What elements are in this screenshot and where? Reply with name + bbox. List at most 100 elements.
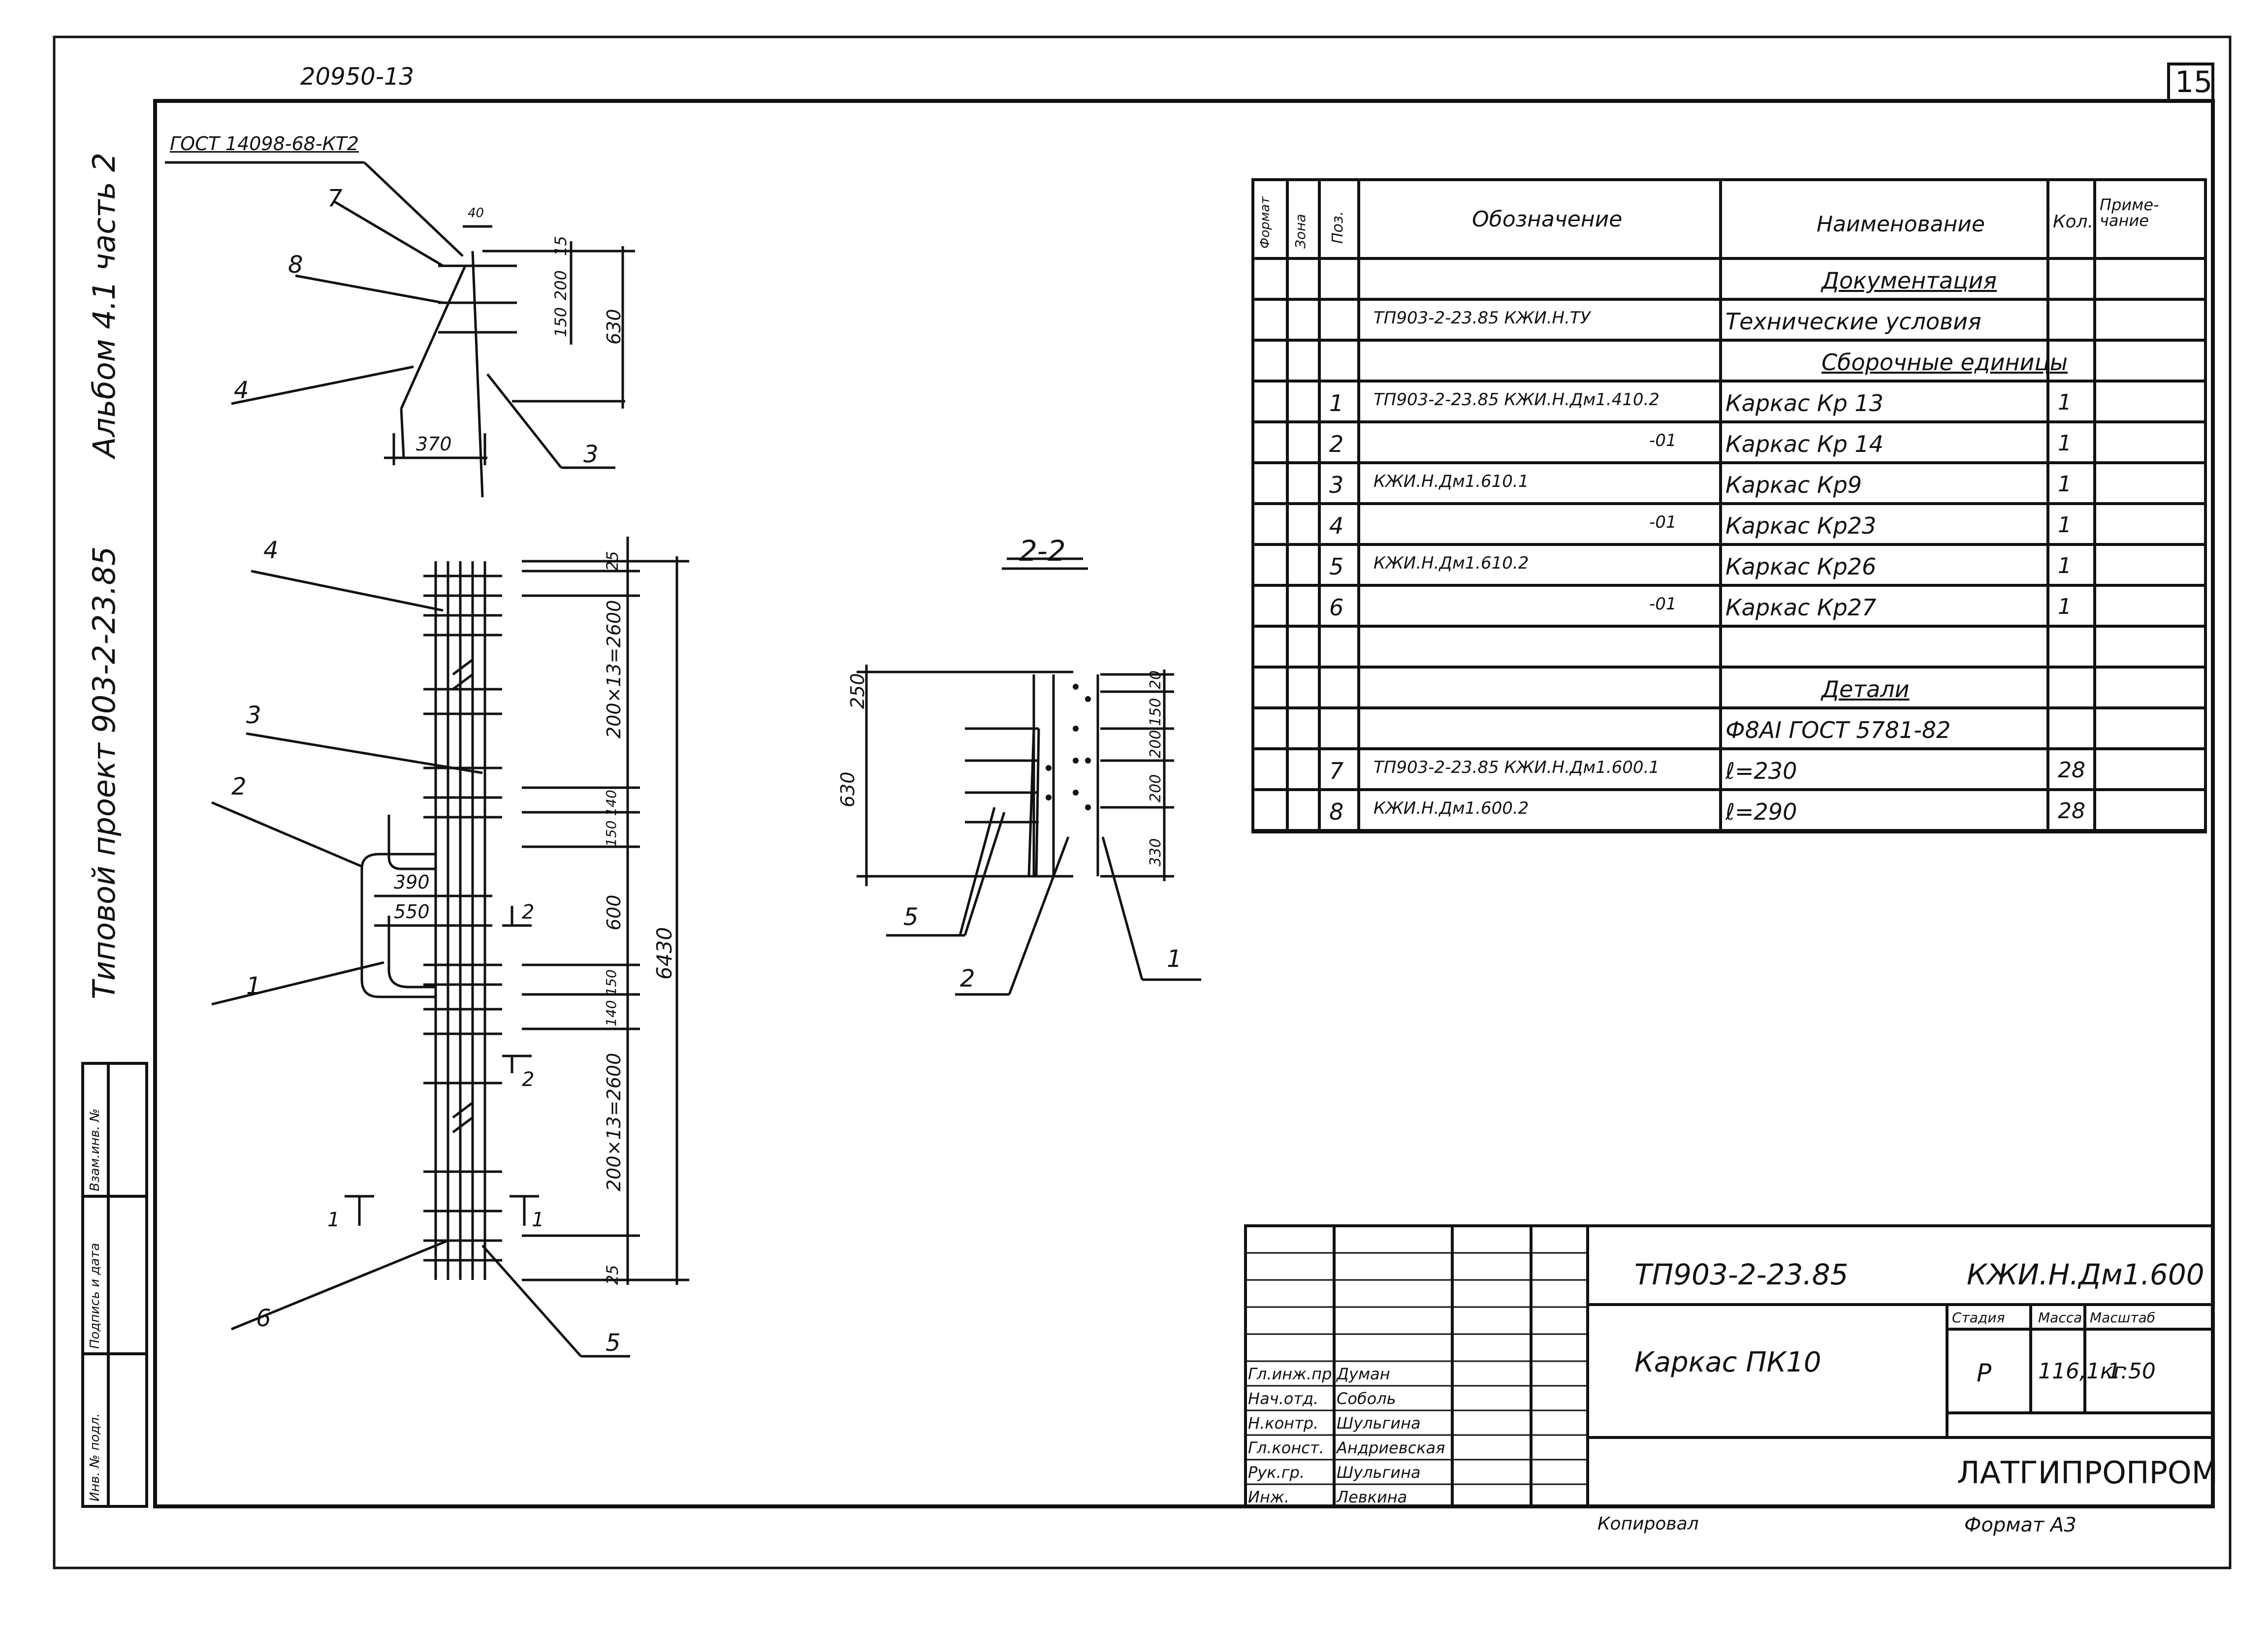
tb-format: Формат А3 [1964, 1514, 2076, 1536]
spec-row-qty: 28 [2058, 758, 2085, 783]
tb-scale: 1:50 [2107, 1359, 2156, 1384]
sec-dim-150: 150 [1147, 698, 1164, 726]
tb-mass: 116,1кг [2038, 1359, 2125, 1384]
stamp-replace-inv: Взам.инв. № [88, 1108, 102, 1191]
tb-stage: Р [1977, 1359, 1992, 1387]
spec-row-name: Технические условия [1725, 308, 1981, 335]
sheet-number: 15 [2175, 65, 2213, 99]
elev-pos-1: 1 [246, 972, 261, 1000]
tb-copied: Копировал [1597, 1514, 1699, 1534]
elev-dim-total: 6430 [652, 927, 676, 980]
spec-row-name: ℓ=290 [1725, 798, 1797, 825]
sec-dim-200a: 200 [1147, 730, 1164, 758]
elev-dim-600: 600 [603, 894, 625, 930]
elev-dim-25-bot: 25 [603, 1265, 622, 1285]
spec-header-designation: Обозначение [1472, 207, 1623, 232]
tb-role-name: Андриевская [1337, 1438, 1445, 1457]
spec-row-qty: 1 [2058, 512, 2072, 538]
tb-doc-code: КЖИ.Н.Дм1.600 [1967, 1258, 2204, 1291]
margin-project: Типовой проект 903-2-23.85 [86, 546, 122, 999]
tb-role-name: Шульгина [1337, 1463, 1421, 1482]
spec-row-designation: КЖИ.Н.Дм1.610.1 [1374, 472, 1529, 491]
tb-title: Каркас ПК10 [1634, 1346, 1821, 1378]
tb-mass-label: Масса [2038, 1309, 2082, 1326]
sec-dim-330: 330 [1147, 838, 1164, 866]
elev-dim-140-150: 140 150 [603, 969, 619, 1026]
spec-row-pos: 7 [1329, 758, 1344, 784]
spec-row-name: Каркас Кр23 [1725, 512, 1877, 539]
spec-row-designation: ТП903-2-23.85 КЖИ.Н.Дм1.600.1 [1374, 758, 1660, 777]
spec-row-designation: -01 [1649, 594, 1677, 614]
spec-row-qty: 1 [2058, 553, 2072, 578]
spec-row-name: Сборочные единицы [1821, 349, 2068, 376]
tb-org: ЛАТГИПРОПРОМ [1957, 1455, 2218, 1491]
tb-stage-label: Стадия [1952, 1309, 2005, 1326]
tb-role-name: Думан [1337, 1365, 1390, 1383]
elev-dim-25-top: 25 [603, 551, 622, 571]
spec-row-pos: 2 [1329, 431, 1344, 457]
spec-row-name: ℓ=230 [1725, 758, 1797, 784]
tb-role: Инж. [1248, 1488, 1289, 1506]
spec-row-name: Ф8АI ГОСТ 5781-82 [1725, 717, 1951, 743]
sec-pos-1: 1 [1167, 945, 1182, 973]
spec-row-pos: 4 [1329, 512, 1344, 539]
section-title: 2-2 [1019, 534, 1066, 568]
spec-row-name: Каркас Кр9 [1725, 472, 1862, 498]
stamp-inv-no: Инв. № подл. [88, 1413, 102, 1501]
sec-dim-250: 250 [847, 673, 868, 709]
top-dim-370: 370 [416, 433, 452, 455]
tb-project-code: ТП903-2-23.85 [1634, 1258, 1849, 1291]
elev-section-1a: 1 [327, 1209, 340, 1231]
tb-role: Гл.инж.пр. [1248, 1365, 1337, 1383]
spec-header-pos: Поз. [1329, 211, 1346, 244]
elev-dim-150-140: 150 140 [603, 790, 619, 847]
spec-row-qty: 28 [2058, 798, 2085, 824]
spec-row-designation: ТП903-2-23.85 КЖИ.Н.Дм1.410.2 [1374, 390, 1660, 410]
spec-row-qty: 1 [2058, 431, 2072, 456]
spec-row-designation: КЖИ.Н.Дм1.610.2 [1374, 553, 1529, 573]
elev-pos-3: 3 [246, 702, 261, 729]
tb-role: Н.контр. [1248, 1414, 1319, 1433]
top-pos-4: 4 [234, 377, 249, 404]
elev-pos-6: 6 [256, 1305, 271, 1332]
tb-role-name: Шульгина [1337, 1414, 1421, 1433]
top-pos-3: 3 [583, 441, 599, 468]
spec-header-zone: Зона [1292, 214, 1309, 249]
tb-role-name: Соболь [1337, 1389, 1396, 1408]
top-dim-150: 150 [551, 307, 570, 337]
top-dim-200: 200 [551, 270, 570, 300]
elev-dim-seg1: 200×13=2600 [603, 600, 625, 738]
elev-pos-2: 2 [231, 773, 247, 800]
spec-row-pos: 5 [1329, 553, 1344, 580]
spec-row-qty: 1 [2058, 390, 2072, 415]
sec-dim-200b: 200 [1147, 774, 1164, 802]
top-pos-8: 8 [288, 251, 303, 279]
spec-row-pos: 6 [1329, 594, 1344, 621]
tb-scale-label: Масштаб [2090, 1309, 2156, 1326]
sec-pos-2: 2 [960, 965, 975, 992]
sec-pos-5: 5 [903, 903, 919, 931]
margin-album: Альбом 4.1 часть 2 [86, 152, 122, 458]
tb-role: Рук.гр. [1248, 1463, 1305, 1482]
gost-label: ГОСТ 14098-68-КТ2 [170, 133, 359, 155]
spec-row-name: Каркас Кр 14 [1725, 431, 1884, 457]
spec-row-qty: 1 [2058, 594, 2072, 619]
top-dim-40: 40 [468, 206, 484, 221]
elev-dim-seg2: 200×13=2600 [603, 1053, 625, 1191]
spec-row-designation: КЖИ.Н.Дм1.600.2 [1374, 798, 1529, 818]
elev-pos-4: 4 [263, 537, 279, 564]
spec-header-qty: Кол. [2053, 212, 2094, 232]
spec-row-name: Каркас Кр26 [1725, 553, 1877, 580]
spec-row-pos: 1 [1329, 390, 1344, 416]
top-dim-630: 630 [603, 309, 625, 345]
spec-row-designation: ТП903-2-23.85 КЖИ.Н.ТУ [1374, 308, 1591, 328]
elev-section-1b: 1 [532, 1209, 544, 1231]
elev-section-2b: 2 [522, 1068, 535, 1091]
sec-dim-630: 630 [837, 771, 859, 807]
spec-row-name: Каркас Кр27 [1725, 594, 1877, 621]
spec-header-format: Формат [1258, 196, 1273, 249]
top-dim-15: 15 [551, 236, 570, 256]
spec-header-name: Наименование [1817, 212, 1985, 237]
elev-section-2a: 2 [522, 901, 535, 924]
